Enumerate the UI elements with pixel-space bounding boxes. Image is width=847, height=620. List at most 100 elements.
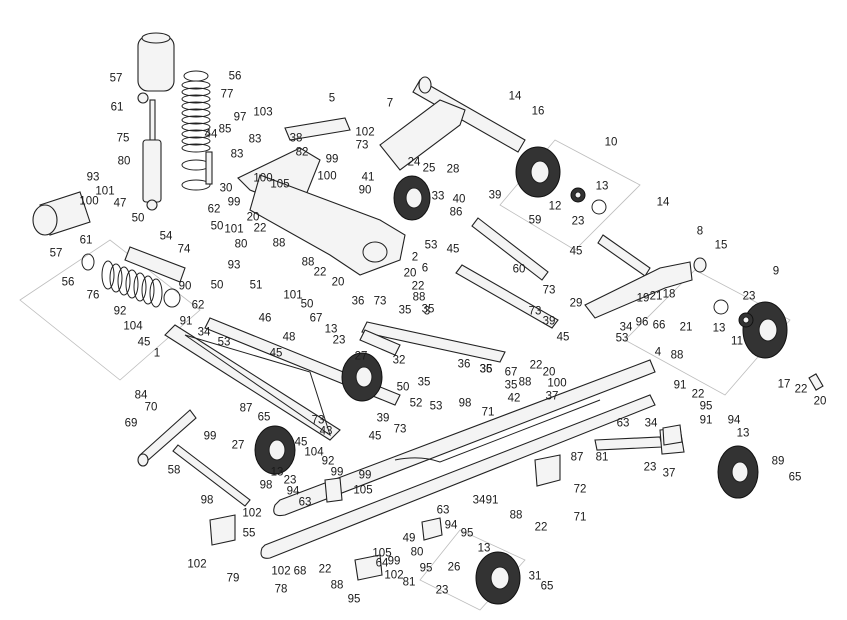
callout-label: 39: [488, 189, 502, 202]
callout-label: 56: [61, 276, 75, 289]
callout-label: 66: [652, 319, 666, 332]
callout-label: 90: [358, 184, 372, 197]
callout-label: 105: [372, 547, 392, 560]
callout-label: 52: [409, 397, 423, 410]
callout-label: 53: [217, 336, 231, 349]
callout-label: 57: [109, 72, 123, 85]
callout-label: 100: [253, 172, 273, 185]
callout-label: 98: [458, 397, 472, 410]
callout-label: 80: [234, 238, 248, 251]
callout-label: 4: [654, 346, 662, 359]
arm-1-brace: [184, 334, 331, 437]
callout-label: 65: [257, 411, 271, 424]
callout-label: 72: [573, 483, 587, 496]
block-72: [534, 454, 561, 487]
callout-label: 34: [472, 494, 486, 507]
arm-7: [379, 99, 466, 171]
callout-label: 93: [86, 171, 100, 184]
bottom-wheel-31: [475, 551, 521, 605]
callout-label: 34: [197, 326, 211, 339]
callout-label: 92: [321, 455, 335, 468]
shaft-36: [359, 329, 401, 356]
callout-label: 35: [504, 379, 518, 392]
callout-label: 22: [253, 222, 267, 235]
callout-label: 20: [403, 267, 417, 280]
callout-label: 31: [528, 570, 542, 583]
link-arm-5: [284, 117, 351, 141]
callout-label: 27: [354, 350, 368, 363]
callout-label: 35: [398, 304, 412, 317]
callout-label: 73: [393, 423, 407, 436]
callout-label: 91: [673, 379, 687, 392]
callout-label: 99: [203, 430, 217, 443]
callout-label: 45: [269, 347, 283, 360]
block-63-bottom: [421, 517, 443, 541]
callout-label: 101: [283, 289, 303, 302]
callout-label: 58: [167, 464, 181, 477]
callout-label: 28: [446, 163, 460, 176]
callout-label: 94: [286, 485, 300, 498]
callout-label: 40: [452, 193, 466, 206]
bushing-61: [137, 92, 149, 104]
callout-label: 10: [604, 136, 618, 149]
callout-label: 102: [187, 558, 207, 571]
callout-label: 74: [177, 243, 191, 256]
callout-label: 65: [540, 580, 554, 593]
callout-label: 34: [619, 321, 633, 334]
callout-label: 21: [679, 321, 693, 334]
callout-label: 73: [528, 305, 542, 318]
callout-label: 8: [696, 225, 704, 238]
callout-label: 37: [545, 390, 559, 403]
coil-spring-76: [101, 260, 163, 308]
bushing-15: [693, 257, 707, 273]
rear-arm-3: [361, 321, 506, 363]
shaft-58: [172, 444, 251, 507]
retainer-56-lower: [81, 253, 95, 271]
callout-label: 22: [534, 521, 548, 534]
callout-label: 44: [204, 128, 218, 141]
callout-label: 67: [309, 312, 323, 325]
callout-label: 88: [330, 579, 344, 592]
callout-label: 67: [504, 366, 518, 379]
callout-label: 36: [479, 363, 493, 376]
circlip-13-rear: [713, 299, 729, 315]
callout-label: 91: [485, 494, 499, 507]
callout-label: 63: [298, 496, 312, 509]
callout-label: 103: [253, 106, 273, 119]
callout-label: 22: [529, 359, 543, 372]
callout-label: 23: [435, 584, 449, 597]
idler-wheel-28: [393, 175, 431, 221]
slide-rail-42: [273, 359, 656, 517]
callout-label: 20: [542, 366, 556, 379]
slide-rail-68: [260, 394, 656, 559]
callout-label: 19: [636, 292, 650, 305]
shock-body-74: [124, 246, 186, 283]
callout-label: 99: [358, 469, 372, 482]
callout-label: 99: [387, 555, 401, 568]
callout-label: 64: [375, 557, 389, 570]
callout-label: 83: [230, 148, 244, 161]
callout-label: 71: [573, 511, 587, 524]
callout-label: 77: [220, 88, 234, 101]
callout-label: 51: [249, 279, 263, 292]
callout-label: 92: [113, 305, 127, 318]
callout-label: 35: [479, 363, 493, 376]
callout-label: 36: [457, 358, 471, 371]
group-box-bottom-wheel: [419, 529, 526, 611]
callout-label: 88: [301, 256, 315, 269]
callout-label: 105: [353, 484, 373, 497]
callout-label: 88: [518, 376, 532, 389]
callout-label: 39: [376, 412, 390, 425]
callout-label: 22: [318, 563, 332, 576]
callout-label: 99: [325, 153, 339, 166]
callout-label: 73: [373, 295, 387, 308]
callout-label: 54: [159, 230, 173, 243]
callout-label: 15: [714, 239, 728, 252]
idler-wheel-27-upper: [341, 352, 383, 402]
shaft-14-right: [597, 234, 651, 277]
shaft-60: [455, 264, 559, 329]
callout-label: 82: [295, 146, 309, 159]
circlip-13: [591, 199, 607, 215]
callout-label: 41: [361, 171, 375, 184]
rear-wheel-11: [742, 301, 788, 359]
